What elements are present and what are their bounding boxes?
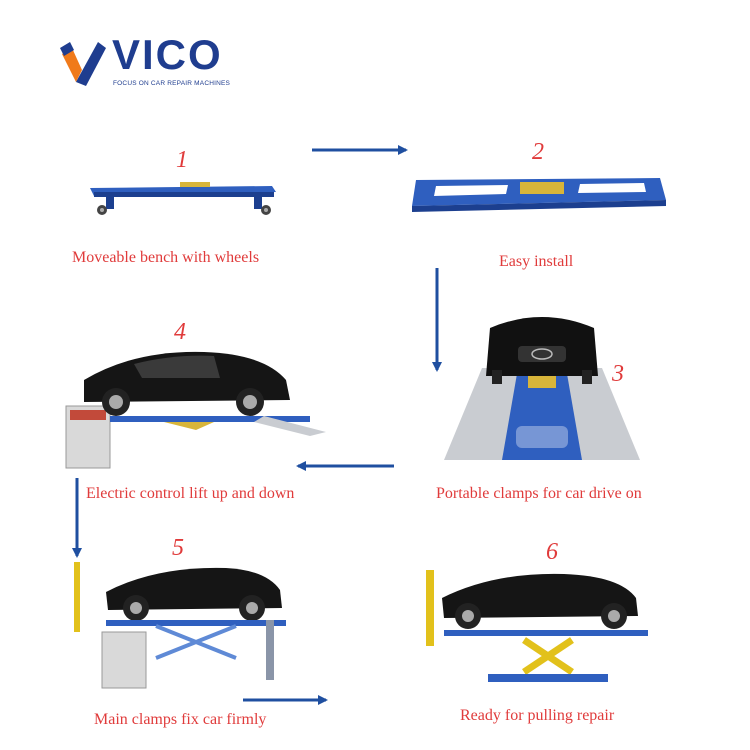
step-3-number: 3 [612, 361, 624, 387]
brand-tagline: FOCUS ON CAR REPAIR MACHINES [113, 80, 231, 87]
main-clamps-car-image [74, 562, 286, 689]
step-3-caption: Portable clamps for car drive on [436, 485, 642, 502]
pulling-repair-ready-image [426, 570, 648, 682]
step-4-caption: Electric control lift up and down [86, 485, 295, 502]
step-2-number: 2 [532, 139, 544, 165]
step-1-number: 1 [176, 147, 188, 173]
step-5-number: 5 [172, 535, 184, 561]
step-4-number: 4 [174, 319, 186, 345]
step-5-caption: Main clamps fix car firmly [94, 711, 267, 728]
step-6-number: 6 [546, 539, 558, 565]
lifted-car-with-control-image [65, 351, 326, 469]
step-6-caption: Ready for pulling repair [460, 707, 615, 724]
step-2-caption: Easy install [499, 253, 574, 270]
drive-on-platform-image [444, 317, 640, 460]
brand-name: VICO [112, 31, 223, 78]
vico-logo-icon [60, 42, 106, 86]
installed-bench-image [412, 178, 666, 212]
bench-with-wheels-image [90, 182, 276, 215]
step-1-caption: Moveable bench with wheels [72, 249, 260, 266]
